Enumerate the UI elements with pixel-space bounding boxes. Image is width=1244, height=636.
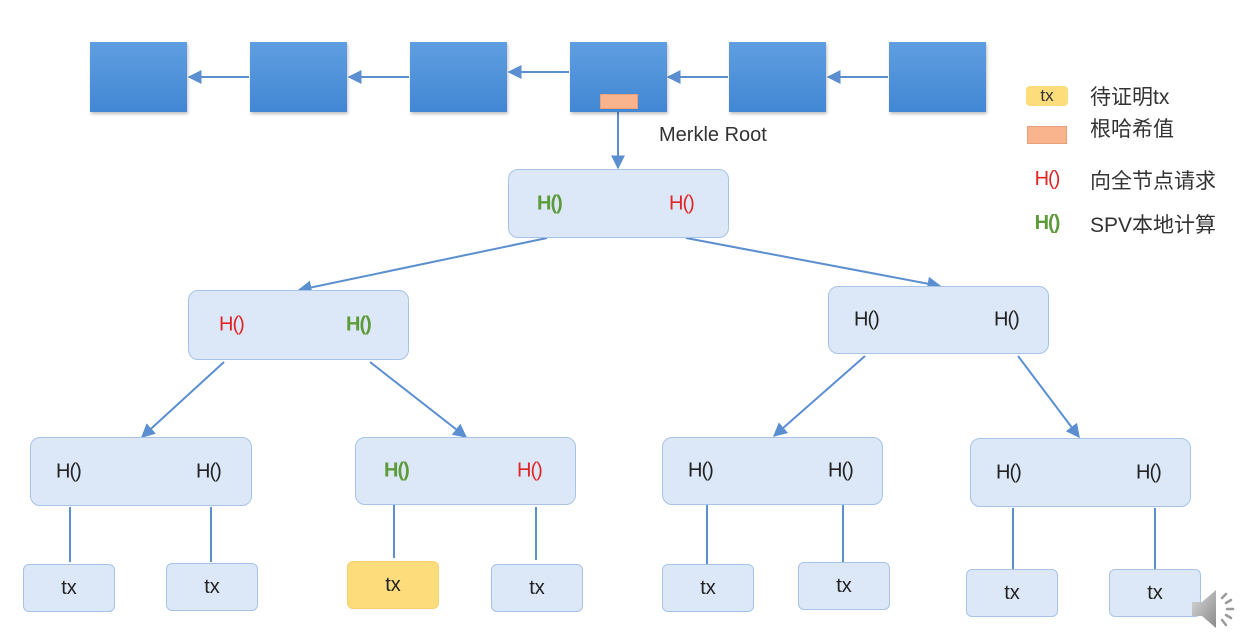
legend-item-local: H() SPV本地计算 xyxy=(1026,212,1216,237)
hash-right: H() xyxy=(1136,461,1162,483)
legend-item-root-hash: 根哈希值 xyxy=(1026,118,1174,144)
block-5 xyxy=(729,42,826,112)
tree-root-node: H() H() xyxy=(508,169,729,238)
tree-level1-node: H() H() xyxy=(188,290,409,360)
legend-label: 根哈希值 xyxy=(1090,118,1174,141)
tx-leaf: tx xyxy=(662,564,754,612)
hash-left: H() xyxy=(537,192,563,214)
tree-level2-node: H() H() xyxy=(662,437,883,505)
tx-leaf: tx xyxy=(1109,569,1201,617)
request-hash-swatch: H() xyxy=(1034,168,1061,190)
legend-label: 向全节点请求 xyxy=(1090,169,1216,193)
speaker-icon[interactable] xyxy=(1190,582,1242,636)
tree-arrow xyxy=(140,361,225,438)
tx-leaf: tx xyxy=(491,564,583,612)
tx-leaf: tx xyxy=(798,562,890,610)
merkle-root-label: Merkle Root xyxy=(659,124,767,146)
legend-item-request: H() 向全节点请求 xyxy=(1026,168,1216,193)
tx-leaf: tx xyxy=(23,564,115,612)
local-hash-swatch: H() xyxy=(1034,212,1061,234)
hash-right: H() xyxy=(669,192,695,214)
target-tx-swatch: tx xyxy=(1026,86,1068,106)
merkle-root-hash xyxy=(600,94,638,109)
block-6 xyxy=(889,42,986,112)
legend-label: 待证明tx xyxy=(1090,86,1170,109)
block-2 xyxy=(250,42,347,112)
tree-level2-node: H() H() xyxy=(355,437,576,505)
tree-level2-node: H() H() xyxy=(30,437,252,506)
block-1 xyxy=(90,42,187,112)
tree-arrow xyxy=(369,361,468,438)
legend-label: SPV本地计算 xyxy=(1090,213,1217,237)
tx-leaf: tx xyxy=(166,563,258,611)
hash-left: H() xyxy=(56,460,82,482)
block-4 xyxy=(570,42,667,112)
tree-arrow xyxy=(297,237,548,295)
tx-leaf: tx xyxy=(966,569,1058,617)
tree-arrow xyxy=(685,237,942,291)
tree-arrow xyxy=(772,355,866,437)
hash-left: H() xyxy=(688,459,714,482)
block-3 xyxy=(410,42,507,112)
hash-left: H() xyxy=(219,313,245,336)
legend-item-target-tx: tx 待证明tx xyxy=(1026,86,1169,109)
hash-right: H() xyxy=(828,459,854,482)
hash-right: H() xyxy=(994,308,1020,331)
hash-left: H() xyxy=(854,308,880,331)
hash-right: H() xyxy=(196,460,222,482)
hash-right: H() xyxy=(517,459,543,482)
tree-arrow xyxy=(1017,355,1080,439)
root-hash-swatch xyxy=(1027,126,1067,144)
hash-left: H() xyxy=(996,461,1022,483)
hash-right: H() xyxy=(346,313,372,336)
tx-leaf-target: tx xyxy=(347,561,439,609)
tree-level2-node: H() H() xyxy=(970,438,1191,507)
hash-left: H() xyxy=(384,459,410,482)
tree-level1-node: H() H() xyxy=(828,286,1049,354)
